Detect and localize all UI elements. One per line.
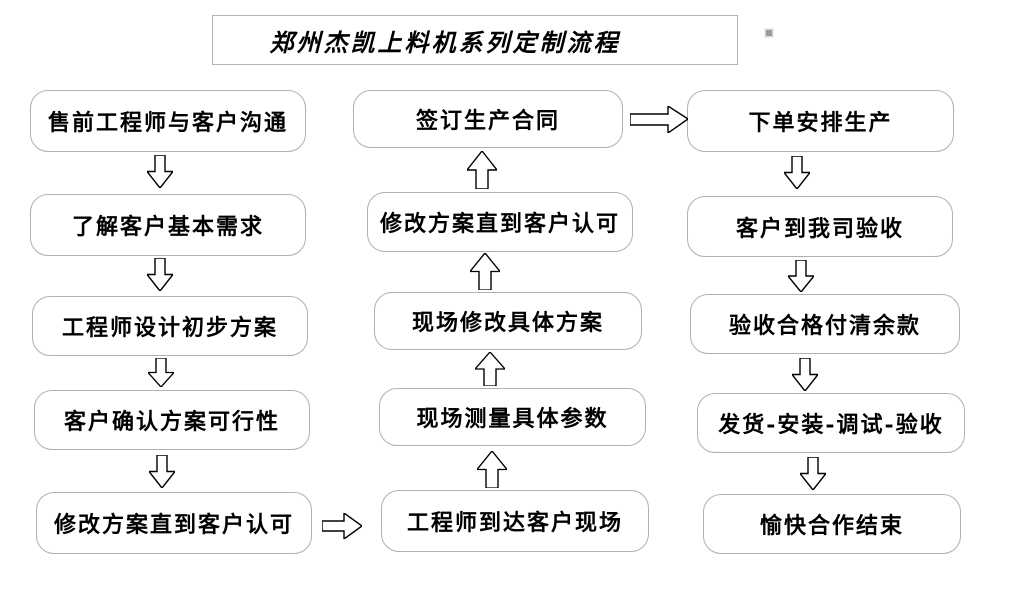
node-onsite-revise-plan: 现场修改具体方案: [374, 292, 642, 350]
node-ship-install-debug-accept: 发货-安装-调试-验收: [697, 393, 965, 453]
node-revise-until-approved: 修改方案直到客户认可: [36, 492, 312, 554]
node-cooperation-ends: 愉快合作结束: [703, 494, 961, 554]
right-arrow-icon: [322, 513, 362, 539]
flowchart-title: 郑州杰凯上料机系列定制流程: [212, 15, 738, 65]
node-design-preliminary-plan: 工程师设计初步方案: [32, 296, 308, 356]
node-revise-until-approved-onsite: 修改方案直到客户认可: [367, 192, 633, 252]
down-arrow-icon: [149, 455, 175, 488]
down-arrow-icon: [784, 156, 810, 189]
node-customer-acceptance-visit: 客户到我司验收: [687, 196, 953, 257]
up-arrow-icon: [467, 151, 497, 189]
node-sign-production-contract: 签订生产合同: [353, 90, 623, 148]
up-arrow-icon: [470, 253, 500, 290]
right-arrow-icon: [630, 106, 688, 133]
down-arrow-icon: [148, 358, 174, 387]
node-confirm-feasibility: 客户确认方案可行性: [34, 390, 310, 450]
down-arrow-icon: [792, 358, 818, 391]
stray-handle-dot: [764, 28, 774, 38]
node-pay-balance-after-acceptance: 验收合格付清余款: [690, 294, 960, 354]
node-understand-needs: 了解客户基本需求: [30, 194, 306, 256]
up-arrow-icon: [475, 352, 505, 386]
node-presales-communication: 售前工程师与客户沟通: [30, 90, 306, 152]
node-onsite-measure-parameters: 现场测量具体参数: [379, 388, 646, 446]
up-arrow-icon: [477, 451, 507, 488]
down-arrow-icon: [147, 155, 173, 188]
down-arrow-icon: [788, 260, 814, 292]
down-arrow-icon: [147, 258, 173, 291]
node-place-order-production: 下单安排生产: [687, 90, 954, 152]
down-arrow-icon: [800, 457, 826, 490]
node-engineer-arrives-onsite: 工程师到达客户现场: [381, 490, 649, 552]
